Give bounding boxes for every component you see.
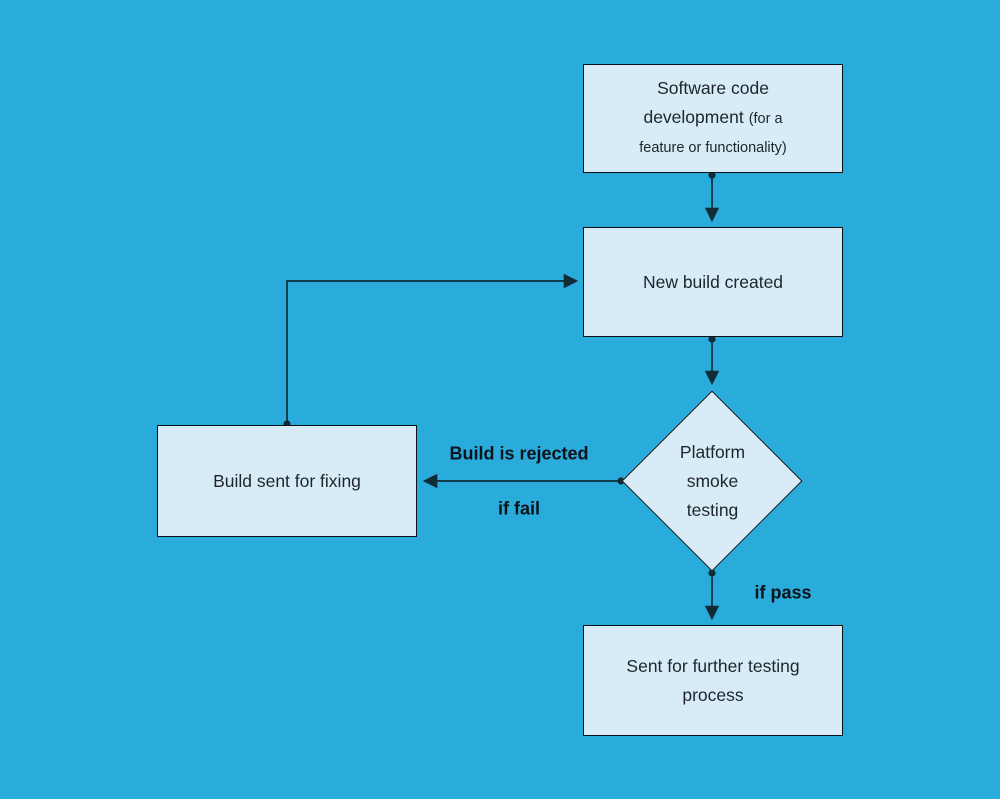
node-label: Sent for further testing process — [626, 655, 800, 705]
node-build-sent-for-fixing: Build sent for fixing — [157, 425, 417, 537]
node-sent-for-further-testing: Sent for further testing process — [583, 625, 843, 736]
edge-source-dot — [708, 335, 716, 343]
decision-label: Platform smoke testing — [679, 441, 746, 520]
node-label-line: feature or functionality) — [639, 140, 787, 156]
node-software-code-development: Software code development(for a feature … — [583, 64, 843, 173]
edge-fixing-to-build — [286, 273, 579, 422]
node-new-build-created: New build created — [583, 227, 843, 337]
edge-label-if-fail: if fail — [497, 498, 541, 519]
edge-label-if-pass: if pass — [754, 582, 812, 603]
node-label-line: Software code — [657, 78, 769, 98]
edge-source-dot — [708, 171, 716, 179]
edge-source-dot — [708, 569, 716, 577]
edge-label-build-rejected: Build is rejected — [449, 443, 589, 464]
node-label: New build created — [642, 271, 784, 292]
node-label: Build sent for fixing — [213, 470, 361, 491]
node-label-line: development(for a — [643, 107, 783, 127]
